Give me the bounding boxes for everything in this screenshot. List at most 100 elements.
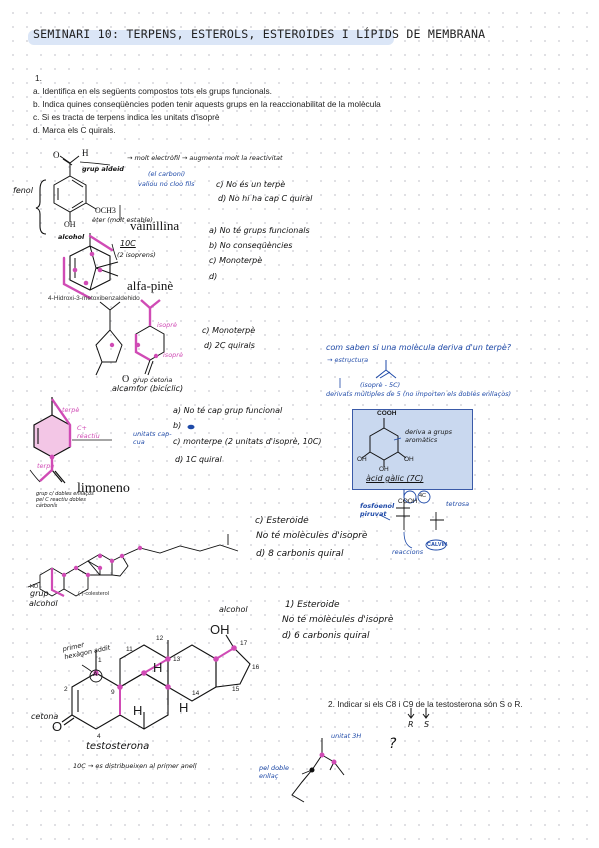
testosterone-num-9: 9	[111, 689, 115, 696]
question-1-item-b: b. Indica quines conseqüències poden ten…	[33, 99, 381, 109]
terpene-question: com saben si una molècula deriva d'un te…	[326, 343, 512, 352]
terpene-derivats: derivats múltiples de 5 (no importen els…	[326, 390, 512, 398]
limonene-answer-d: d) 1C quiral	[175, 455, 222, 464]
testosterone-num-12: 12	[156, 635, 164, 642]
alphapinene-answer-a: a) No té grups funcionals	[209, 226, 310, 235]
gallic-oh-3: OH	[404, 456, 414, 463]
gallic-oh-2: OH	[379, 466, 389, 473]
alphapinene-note-isoprens: (2 isoprens)	[117, 251, 156, 259]
vanillin-label-och3: OCH3	[95, 206, 116, 215]
cholesterol-label-ho: HO	[30, 584, 39, 590]
vanillin-atom-o: O	[53, 150, 60, 160]
limonene-label-c-reactiu: C+ reactiu	[77, 424, 100, 440]
gallic-name: àcid gàlic (7C)	[366, 474, 424, 483]
vanillin-note-valiou: valiou no cloo fils	[138, 180, 195, 188]
question-1-item-c: c. Si es tracta de terpens indica les un…	[33, 112, 220, 122]
question-1-item-a: a. Identifica en els següents compostos …	[33, 86, 272, 96]
cholesterol-answer-d: d) 8 carbonis quiral	[256, 549, 344, 559]
testosterone-note-a: A	[93, 671, 98, 678]
camphor-label-o: O	[122, 374, 130, 385]
testosterone-answer-c: 1) Esteroide	[285, 600, 340, 610]
testosterone-num-2: 2	[64, 686, 68, 693]
terpene-isopre-5c: (isoprè - 5C)	[360, 381, 401, 389]
vanillin-note-alcohol: alcohol	[58, 233, 85, 241]
cholesterol-caption: (-)-colesterol	[78, 591, 109, 597]
limonene-answer-a: a) No té cap grup funcional	[173, 406, 283, 415]
testosterone-num-4: 4	[97, 733, 101, 740]
gallic-oh-1: OH	[357, 456, 367, 463]
question-2-note-doble: pel doble enllaç	[259, 764, 290, 780]
vanillin-note-carboni: (el carboni)	[148, 170, 186, 178]
alphapinene-answer-d: d)	[209, 272, 218, 281]
gallic-reaccions: reaccions	[392, 548, 424, 556]
camphor-note-cetona: grup cetona	[133, 376, 173, 384]
testosterone-name: testosterona	[86, 741, 150, 752]
limonene-note-dobles: grup c/ dobles enllaços pel C reactiu do…	[36, 491, 94, 509]
cholesterol-answer-isopre: No té molècules d'isoprè	[256, 531, 368, 541]
testosterone-num-15: 15	[232, 686, 240, 693]
vanillin-atom-h: H	[82, 148, 89, 158]
cholesterol-note-alcohol: alcohol	[29, 599, 58, 608]
testosterone-num-16: 16	[252, 664, 260, 671]
cholesterol-note-grup: grup	[30, 589, 49, 598]
vanillin-note-eter: èter (molt estable)	[92, 216, 153, 224]
limonene-label-terpe-1: terpè	[62, 406, 80, 414]
testosterone-label-h2: H	[133, 703, 143, 718]
vanillin-note-aldeid: grup aldeid	[82, 165, 124, 173]
testosterone-num-13: 13	[173, 656, 181, 663]
camphor-label-isopre-1: isoprè	[157, 321, 177, 329]
testosterone-label-h1: H	[153, 660, 163, 675]
testosterone-label-alcohol: alcohol	[219, 605, 248, 614]
vanillin-label-fenol: fenol	[13, 186, 33, 195]
testosterone-num-17: 17	[240, 640, 248, 647]
testosterone-label-o: O	[52, 719, 63, 734]
vanillin-answer-c: c) No és un terpè	[216, 180, 286, 189]
testosterone-label-cetona: cetona	[31, 712, 59, 721]
testosterone-num-11: 11	[126, 646, 133, 653]
alphapinene-note-10c: 10C	[120, 239, 136, 248]
gallic-4c: 4C	[419, 493, 427, 499]
gallic-deriva-label: deriva a grups aromàtics	[405, 428, 452, 444]
vanillin-answer-d: d) No hi ha cap C quiral	[218, 194, 313, 203]
gallic-cooh-label: COOH	[377, 410, 397, 417]
vanillin-label-oh: OH	[64, 220, 76, 229]
camphor-answer-c: c) Monoterpè	[202, 326, 256, 335]
terpene-structure-label: → estructura	[327, 356, 369, 364]
testosterone-answer-d: d) 6 carbonis quiral	[282, 631, 370, 641]
testosterone-label-h3: H	[179, 700, 189, 715]
limonene-answer-c: c) monterpe (2 unitats d'isoprè, 10C)	[173, 437, 322, 446]
testosterone-label-oh: OH	[210, 622, 230, 637]
limonene-answer-b: b)	[173, 421, 182, 430]
gallic-tetrosa: tetrosa	[446, 500, 470, 508]
question-1-item-d: d. Marca els C quirals.	[33, 125, 116, 135]
question-2-question-mark: ?	[389, 736, 397, 752]
limonene-name: limoneno	[77, 481, 130, 496]
alphapinene-name: alfa-pinè	[127, 278, 174, 293]
question-2-label-s: S	[424, 720, 430, 729]
cholesterol-answer-c: c) Esteroide	[255, 516, 309, 526]
testosterone-note-10c: 10C → es distribueixen al primer anell	[73, 762, 197, 770]
testosterone-num-14: 14	[192, 690, 200, 697]
limonene-label-terpe-2: terpè	[37, 462, 55, 470]
vanillin-name: vainillina	[130, 218, 180, 233]
camphor-answer-d: d) 2C quirals	[204, 341, 255, 350]
testosterone-answer-isopre: No té molècules d'isoprè	[282, 615, 394, 625]
limonene-note-unitats: unitats cap-cua	[133, 430, 172, 446]
camphor-name: alcamfor (bicíclic)	[112, 384, 184, 393]
question-2-text: 2. Indicar si els C8 i C9 de la testoste…	[328, 699, 523, 709]
alphapinene-answer-b: b) No conseqüències	[209, 241, 293, 250]
question-1-number: 1.	[35, 73, 42, 83]
gallic-acid-box	[352, 409, 473, 490]
question-2-label-r: R	[408, 720, 414, 729]
gallic-fosfoenol: fosfoenol piruvat	[360, 502, 395, 518]
gallic-calvin: CALVIN	[427, 542, 448, 548]
